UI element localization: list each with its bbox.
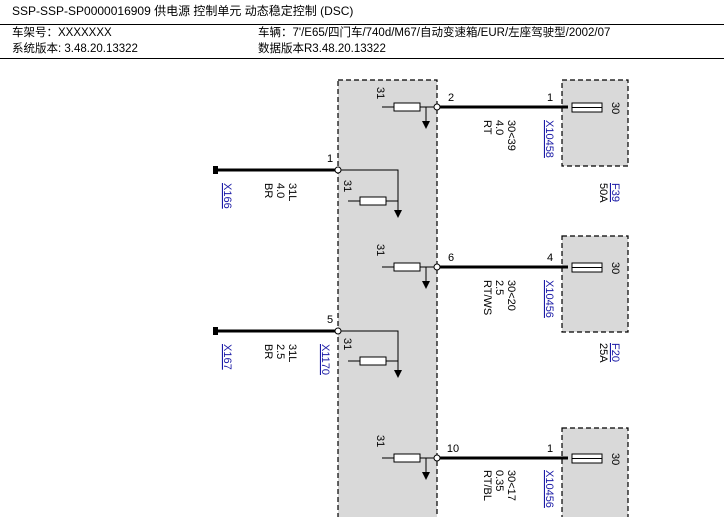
system-version: 系统版本: 3.48.20.13322 <box>12 43 138 55</box>
connector-link-x166[interactable]: X166 <box>221 183 233 209</box>
fuse-pin-label: 30 <box>609 453 621 465</box>
header-divider-bottom <box>0 58 724 59</box>
fuse-icon <box>571 262 603 273</box>
wire-size: 2.5 <box>493 280 505 295</box>
fuse-link-f20[interactable]: F20 <box>609 343 621 362</box>
fuse-link-f39[interactable]: F39 <box>609 183 621 202</box>
fuse-icon <box>571 453 603 464</box>
wire-color: RT <box>481 120 493 135</box>
wire-circuit: 31L <box>286 183 298 201</box>
internal-ground-resistor-1 <box>348 196 398 206</box>
ground-arrow-icon <box>394 370 402 378</box>
fuse-block-3 <box>561 427 629 517</box>
fuse-rating: 50A <box>597 183 609 203</box>
wire-color: RT/WS <box>481 280 493 315</box>
wire-size: 2.5 <box>274 344 286 359</box>
fuse-pin-label: 30 <box>609 102 621 114</box>
ground-pin-label: 31 <box>374 244 386 256</box>
wire-circuit: 30<39 <box>505 120 517 151</box>
ground-arrow-icon <box>422 472 430 480</box>
connector-link-x167[interactable]: X167 <box>221 344 233 370</box>
pin-label: 6 <box>448 252 454 264</box>
data-version: 数据版本R3.48.20.13322 <box>258 43 386 55</box>
wire-size: 4.0 <box>493 120 505 135</box>
ground-terminal-icon <box>213 166 218 174</box>
wire-size: 0.35 <box>493 470 505 491</box>
fuse-icon <box>571 102 603 113</box>
connector-link-x10458[interactable]: X10458 <box>543 120 555 158</box>
fuse-pin-label: 30 <box>609 262 621 274</box>
ground-pin-label: 31 <box>341 338 353 350</box>
ground-arrow-icon <box>422 121 430 129</box>
wire-circuit: 31L <box>286 344 298 362</box>
pin-label: 10 <box>447 443 459 455</box>
ground-arrow-icon <box>422 281 430 289</box>
ground-pin-label: 31 <box>374 435 386 447</box>
wire-circuit: 30<20 <box>505 280 517 311</box>
left-wire-1 <box>213 166 402 218</box>
fuse-rating: 25A <box>597 343 609 363</box>
supply-path-pin2 <box>382 102 568 129</box>
ground-pin-label: 31 <box>341 180 353 192</box>
pin-label: 5 <box>327 314 333 326</box>
vin-label: 车架号：XXXXXXX <box>12 27 112 39</box>
ground-terminal-icon <box>213 327 218 335</box>
pin-label: 1 <box>327 153 333 165</box>
wire-color: RT/BL <box>481 470 493 501</box>
connector-link-x1170[interactable]: X1170 <box>319 344 331 375</box>
page-title: SSP-SSP-SP0000016909 供电源 控制单元 动态稳定控制 (DS… <box>12 4 354 18</box>
pin-label: 2 <box>448 92 454 104</box>
supply-path-pin6 <box>382 262 568 289</box>
fuse-block-pin: 4 <box>547 252 553 264</box>
internal-ground-resistor-2 <box>348 356 398 366</box>
wire-color: BR <box>262 344 274 359</box>
fuse-block-f39 <box>561 79 629 167</box>
ground-arrow-icon <box>394 210 402 218</box>
ground-pin-label: 31 <box>374 87 386 99</box>
wire-color: BR <box>262 183 274 198</box>
fuse-block-f20 <box>561 235 629 333</box>
connector-link-x10456[interactable]: X10456 <box>543 470 555 508</box>
supply-path-pin10 <box>382 453 568 480</box>
vehicle-label: 车辆：7'/E65/四门车/740d/M67/自动变速箱/EUR/左座驾驶型/2… <box>258 27 611 39</box>
wire-circuit: 30<17 <box>505 470 517 501</box>
header-divider <box>0 24 724 25</box>
connector-link-x10456[interactable]: X10456 <box>543 280 555 318</box>
dsc-control-unit-box <box>337 79 438 517</box>
fuse-block-pin: 1 <box>547 443 553 455</box>
fuse-block-pin: 1 <box>547 92 553 104</box>
left-wire-2 <box>213 327 402 378</box>
wire-size: 4.0 <box>274 183 286 198</box>
